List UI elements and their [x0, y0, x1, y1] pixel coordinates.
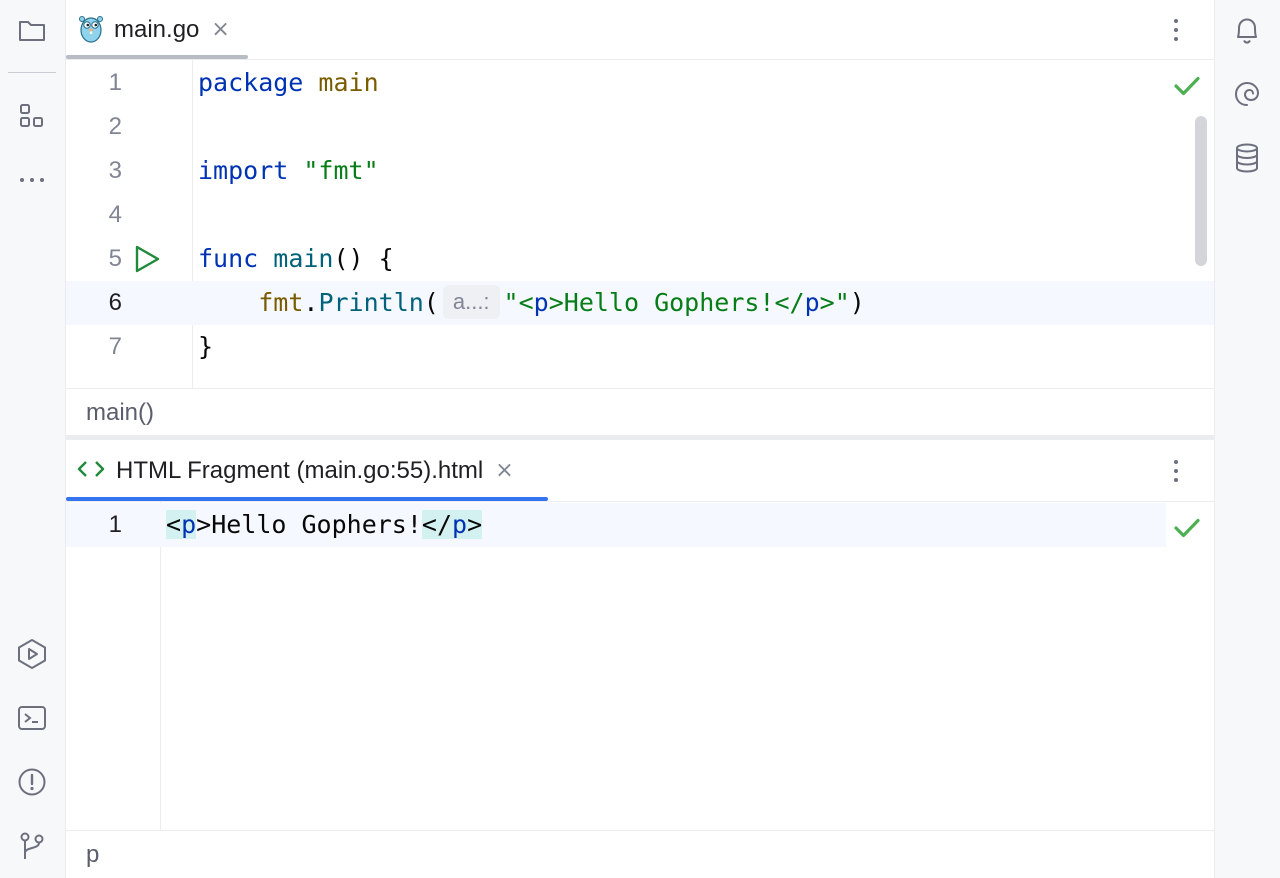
function-name: main — [273, 244, 334, 273]
tab-main-go[interactable]: main.go × — [66, 0, 230, 60]
go-code-editor[interactable]: 1 package main 2 3 import "fmt" 4 5 func… — [66, 60, 1214, 388]
breadcrumb: main() — [66, 388, 1214, 436]
editor-area: main.go × 1 package main 2 3 import "fmt… — [66, 0, 1214, 878]
line-number: 6 — [108, 289, 122, 316]
problems-icon[interactable] — [16, 766, 48, 798]
line-number: 1 — [108, 511, 122, 538]
html-tag: p — [804, 288, 820, 317]
html-fragment-editor[interactable]: 1 <p>Hello Gophers!</p> — [66, 502, 1214, 830]
string-literal: "fmt" — [303, 156, 379, 185]
code-text: () { — [333, 244, 394, 273]
code-text: Hello Gophers! — [211, 510, 422, 539]
tab-label: HTML Fragment (main.go:55).html — [116, 457, 484, 484]
package-ref: fmt — [258, 288, 304, 317]
terminal-icon[interactable] — [16, 702, 48, 734]
fragment-tab-bar: HTML Fragment (main.go:55).html × — [66, 440, 1214, 502]
code-text: . — [303, 288, 319, 317]
html-tag: p — [533, 288, 549, 317]
code-text: > — [196, 510, 212, 539]
folder-icon[interactable] — [16, 14, 48, 46]
line-number: 2 — [108, 113, 122, 140]
strip-separator — [8, 72, 56, 73]
parameter-hint: a...: — [442, 285, 500, 319]
html-tag: p — [181, 510, 197, 539]
line-number: 1 — [108, 69, 122, 96]
code-text: > — [467, 510, 483, 539]
code-line-current: 1 <p>Hello Gophers!</p> — [66, 503, 1166, 547]
html-code-icon — [76, 459, 106, 483]
function-call: Println — [318, 288, 424, 317]
code-line: 5 func main() { — [66, 237, 1214, 281]
breadcrumb-item[interactable]: main() — [86, 399, 155, 426]
gopher-icon — [78, 13, 104, 47]
code-line: 3 import "fmt" — [66, 149, 1214, 193]
code-text: ( — [423, 288, 439, 317]
code-line: 4 — [66, 193, 1214, 237]
code-text: </ — [421, 510, 453, 539]
close-icon[interactable]: × — [211, 17, 230, 42]
structure-icon[interactable] — [16, 100, 48, 132]
line-number: 4 — [108, 201, 122, 228]
more-options-icon[interactable] — [1166, 14, 1186, 46]
tab-html-fragment[interactable]: HTML Fragment (main.go:55).html × — [66, 440, 514, 502]
keyword: import — [198, 156, 289, 185]
code-line-current: 6 fmt.Println(a...:"<p>Hello Gophers!</p… — [66, 281, 1214, 325]
line-number: 5 — [108, 245, 122, 272]
checkmark-icon — [1174, 516, 1200, 545]
more-icon[interactable] — [16, 164, 48, 196]
breadcrumb-item[interactable]: p — [86, 841, 100, 868]
code-line: 2 — [66, 105, 1214, 149]
tab-underline — [66, 55, 248, 59]
left-tool-strip — [0, 0, 66, 878]
notifications-icon[interactable] — [1231, 14, 1263, 46]
string-literal: >Hello Gophers!</ — [548, 288, 805, 317]
git-icon[interactable] — [16, 830, 48, 862]
more-options-icon[interactable] — [1166, 455, 1186, 487]
string-literal: >" — [819, 288, 850, 317]
keyword: func — [198, 244, 259, 273]
close-icon[interactable]: × — [495, 458, 514, 483]
run-services-icon[interactable] — [16, 638, 48, 670]
code-text: < — [166, 510, 182, 539]
run-icon[interactable] — [134, 245, 160, 279]
gutter-divider — [160, 502, 161, 830]
status-breadcrumb: p — [66, 830, 1214, 878]
code-line: 1 package main — [66, 61, 1214, 105]
string-literal: "< — [503, 288, 534, 317]
code-text: ) — [849, 288, 865, 317]
database-icon[interactable] — [1231, 142, 1263, 174]
html-tag: p — [452, 510, 468, 539]
gutter-divider — [192, 60, 193, 388]
right-tool-strip — [1214, 0, 1280, 878]
split-divider[interactable] — [66, 436, 1214, 440]
ai-assistant-icon[interactable] — [1231, 78, 1263, 110]
checkmark-icon — [1174, 74, 1200, 103]
editor-tab-bar: main.go × — [66, 0, 1214, 60]
code-text: } — [198, 332, 214, 361]
line-number: 3 — [108, 157, 122, 184]
package-name: main — [318, 68, 379, 97]
line-number: 7 — [108, 333, 122, 360]
keyword: package — [198, 68, 304, 97]
code-line: 7 } — [66, 325, 1214, 369]
tab-label: main.go — [114, 16, 200, 43]
vertical-scrollbar[interactable] — [1195, 116, 1207, 266]
tab-underline-active — [66, 497, 548, 501]
